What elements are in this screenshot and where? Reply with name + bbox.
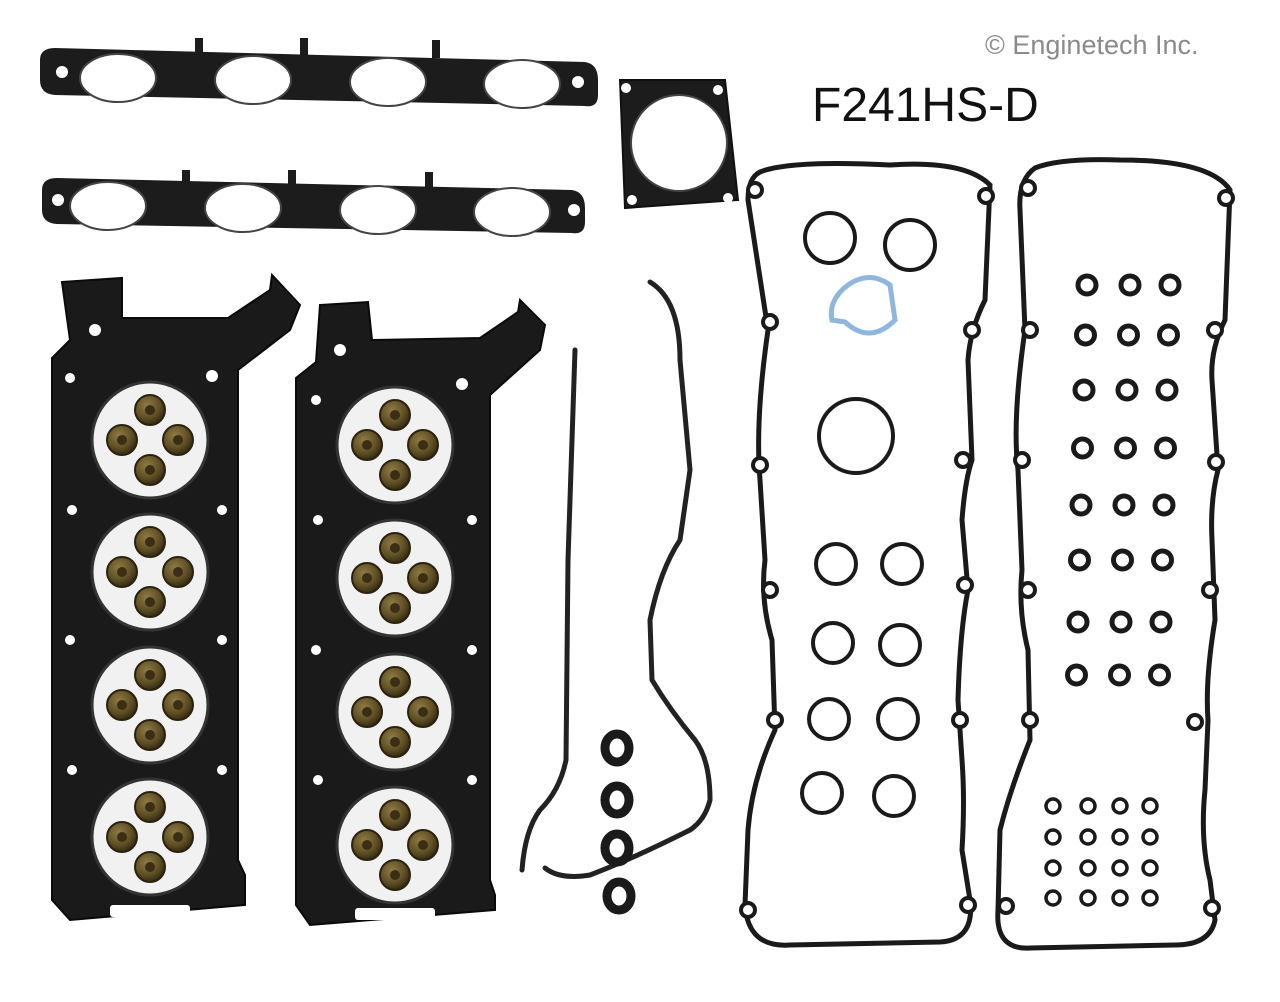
- spark-plug-seal-ring: [1158, 273, 1182, 297]
- spark-plug-seal-ring: [1068, 548, 1091, 572]
- valve-stem-seal-bore: [145, 670, 155, 680]
- valve-stem-seal-bore: [418, 440, 428, 450]
- tiny-seal-ring: [1079, 797, 1097, 815]
- spark-plug-seal-ring: [1114, 436, 1137, 460]
- valve-stem-seal-bore: [173, 567, 183, 577]
- valve-stem-seal-bore: [390, 810, 400, 820]
- spark-plug-seal-ring: [1148, 663, 1171, 687]
- valve-stem-seal-bore: [145, 802, 155, 812]
- valve-stem-seal-bore: [390, 737, 400, 747]
- valve-stem-seal-bore: [362, 840, 372, 850]
- spark-plug-seal-ring: [1157, 323, 1180, 347]
- valve-stem-seal-bore: [390, 870, 400, 880]
- valve-stem-seal-bore: [390, 603, 400, 613]
- spark-plug-seal-ring: [1108, 663, 1131, 687]
- valve-stem-seal-bore: [145, 862, 155, 872]
- valve-stem-seal-bore: [145, 730, 155, 740]
- spark-plug-seal-ring: [1074, 323, 1097, 347]
- spark-plug-seal-ring: [1071, 436, 1094, 460]
- valve-stem-seal-bore: [390, 677, 400, 687]
- spark-plug-seal-ring: [1149, 610, 1173, 634]
- copyright-text: © Enginetech Inc.: [985, 30, 1199, 60]
- valve-stem-seal-bore: [418, 573, 428, 583]
- valve-stem-seal-bore: [173, 700, 183, 710]
- valve-stem-seal-bore: [390, 410, 400, 420]
- part-number: F241HS-D: [812, 79, 1039, 132]
- valve-stem-seal-bore: [145, 465, 155, 475]
- spark-plug-seal-ring: [1155, 378, 1179, 402]
- valve-stem-seal-bore: [117, 567, 127, 577]
- valve-stem-seal-bore: [145, 537, 155, 547]
- tiny-seal-ring: [1141, 797, 1159, 815]
- timing-cover-gaskets: [519, 279, 713, 879]
- valve-stem-seal-bore: [390, 470, 400, 480]
- tiny-seal-ring: [1141, 889, 1159, 907]
- valve-cover-gasket-right: [995, 157, 1235, 951]
- tiny-seal-ring: [1044, 797, 1062, 815]
- valve-stem-seal-bore: [173, 832, 183, 842]
- spark-plug-seal-ring: [1154, 436, 1177, 460]
- tiny-seal-ring: [1044, 889, 1062, 907]
- tiny-seal-ring: [1111, 797, 1129, 815]
- valve-stem-seal-bore: [117, 435, 127, 445]
- spark-plug-seal-ring: [1075, 273, 1099, 297]
- tiny-seal-ring: [1141, 828, 1159, 846]
- tiny-seal-ring: [1079, 889, 1097, 907]
- spark-plug-seal-ring: [1072, 378, 1096, 402]
- tiny-seal-ring: [1044, 859, 1062, 877]
- valve-stem-seal-bore: [418, 707, 428, 717]
- valve-stem-seal-bore: [117, 700, 127, 710]
- tiny-seal-ring: [1079, 859, 1097, 877]
- spark-plug-tube-seals: [600, 729, 636, 915]
- valve-stem-seal-bore: [145, 405, 155, 415]
- spark-plug-seal-ring: [1111, 548, 1134, 572]
- spark-plug-seal-ring: [1117, 323, 1140, 347]
- valve-stem-seal-bore: [173, 435, 183, 445]
- valve-stem-seal-bore: [390, 543, 400, 553]
- throttle-body-gasket: [618, 79, 740, 210]
- spark-plug-seal-ring: [1069, 493, 1093, 517]
- spark-plug-seal-ring: [1151, 548, 1174, 572]
- valve-stem-seal-bore: [145, 597, 155, 607]
- tiny-seal-ring: [1111, 889, 1129, 907]
- intake-manifold-gasket-lower: [42, 170, 585, 237]
- valve-stem-seal-bore: [117, 832, 127, 842]
- spark-plug-seal-ring: [1115, 378, 1139, 402]
- tiny-seal-ring: [1111, 859, 1129, 877]
- spark-plug-seal-ring: [1109, 610, 1133, 634]
- valve-stem-seals: [106, 394, 439, 891]
- intake-manifold-gasket-upper: [40, 38, 598, 109]
- valve-stem-seal-bore: [362, 440, 372, 450]
- valve-cover-gasket-left: [739, 161, 995, 948]
- valve-stem-seal-bore: [362, 707, 372, 717]
- tiny-seal-ring: [1079, 828, 1097, 846]
- spark-plug-seal-ring: [1066, 610, 1090, 634]
- valve-stem-seal-bore: [362, 573, 372, 583]
- tiny-seal-ring: [1111, 828, 1129, 846]
- spark-plug-seal-ring: [1152, 493, 1176, 517]
- tiny-seal-ring: [1141, 859, 1159, 877]
- spark-plug-seal-ring: [1112, 493, 1136, 517]
- spark-plug-seal-ring: [1118, 273, 1142, 297]
- tiny-seal-ring: [1044, 828, 1062, 846]
- valve-stem-seal-bore: [418, 840, 428, 850]
- spark-plug-seal-ring: [1065, 663, 1088, 687]
